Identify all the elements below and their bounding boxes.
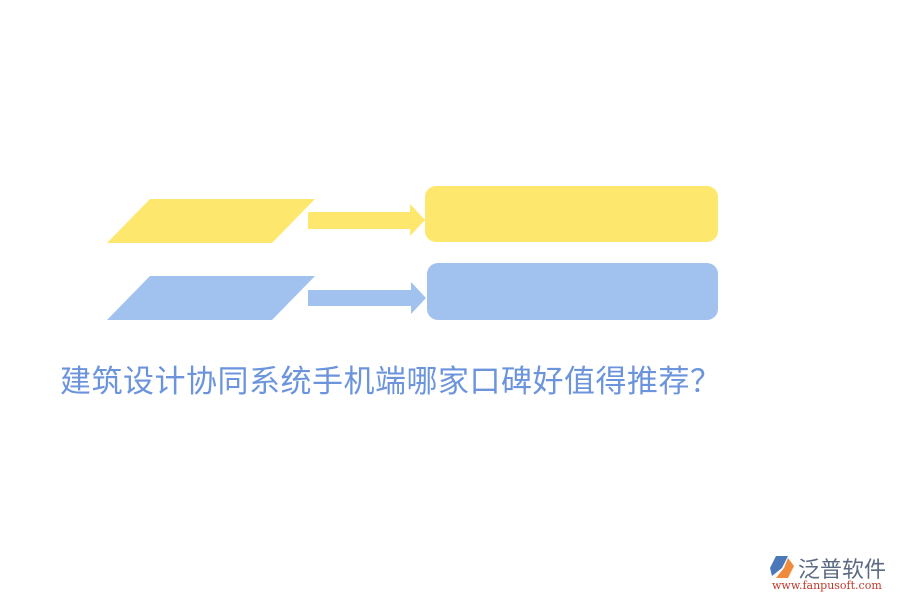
logo-name: 泛普软件	[798, 558, 887, 583]
fanpu-logo-icon	[770, 556, 794, 578]
logo-url: www.fanpusoft.com	[772, 579, 882, 592]
blue-result-box	[427, 263, 718, 320]
brand-logo: 泛普软件 www.fanpusoft.com	[768, 552, 896, 596]
page-title: 建筑设计协同系统手机端哪家口碑好值得推荐？	[60, 364, 722, 400]
yellow-result-box	[425, 186, 718, 242]
